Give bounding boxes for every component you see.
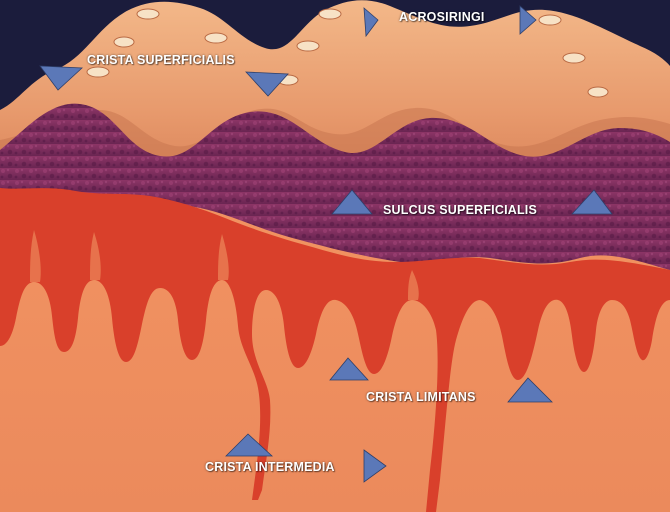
sweat-pore-icon [205,33,227,43]
sweat-pore-icon [87,67,109,77]
sweat-pore-icon [539,15,561,25]
sweat-pore-icon [563,53,585,63]
label-crista-intermedia: CRISTA INTERMEDIA [205,460,335,474]
sweat-pore-icon [137,9,159,19]
sweat-pore-icon [114,37,134,47]
sweat-pore-icon [588,87,608,97]
sweat-pore-icon [319,9,341,19]
label-crista-superficialis: CRISTA SUPERFICIALIS [87,53,235,67]
label-crista-limitans: CRISTA LIMITANS [366,390,476,404]
sweat-pore-icon [297,41,319,51]
label-acrosiringi: ACROSIRINGI [399,10,485,24]
label-sulcus-superficialis: SULCUS SUPERFICIALIS [383,203,537,217]
